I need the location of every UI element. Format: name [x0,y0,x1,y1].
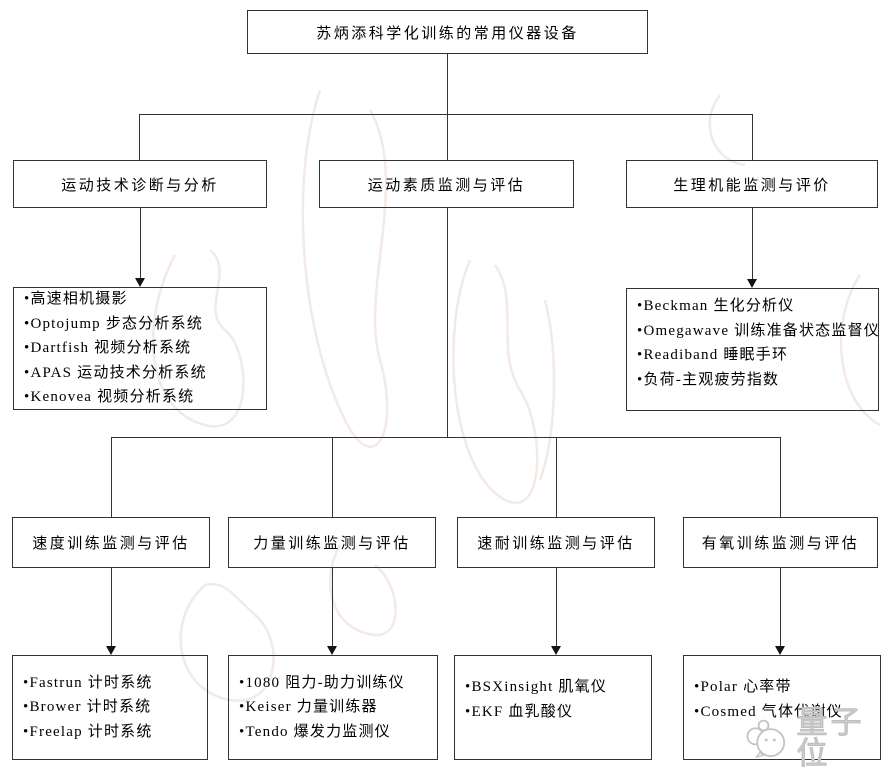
connector-quality-down [446,208,448,437]
equipment-item: •高速相机摄影 [24,291,128,308]
aerobic-training-label: 有氧训练监测与评估 [701,536,860,552]
connector-root-down [446,54,448,114]
node-root-title: 苏炳添科学化训练的常用仪器设备 [247,10,648,54]
equipment-item: •Kenovea 视频分析系统 [24,389,195,406]
node-aerobic-training: 有氧训练监测与评估 [683,517,878,568]
speed-endurance-training-label: 速耐训练监测与评估 [477,536,635,552]
connector-aerobic-to-list [780,568,782,647]
arrow-down-icon [134,278,145,287]
equipment-item: •负荷-主观疲劳指数 [637,371,780,388]
connector-drop-quality [446,114,448,160]
arrow-down-icon [746,279,757,288]
brand-watermark-label: 量子位 [796,705,865,770]
root-title-label: 苏炳添科学化训练的常用仪器设备 [316,25,579,42]
node-speed-endurance-equipment-list: •BSXinsight 肌氧仪 •EKF 血乳酸仪 [454,655,652,760]
equipment-item: •Fastrun 计时系统 [23,674,153,691]
node-tech-analysis: 运动技术诊断与分析 [13,160,267,208]
connector-speed-endurance-to-list [556,568,558,647]
equipment-item: •Cosmed 气体代谢仪 [694,703,843,720]
connector-drop-tech [139,114,141,160]
node-physio-equipment-list: •Beckman 生化分析仪 •Omegawave 训练准备状态监督仪 •Readi… [626,288,879,411]
connector-drop-physio [752,114,754,160]
node-speed-endurance-training: 速耐训练监测与评估 [457,517,655,568]
equipment-item: •1080 阻力-助力训练仪 [239,674,405,691]
arrow-down-icon [550,646,561,655]
connector-level3-rail [111,437,781,439]
arrow-down-icon [105,646,116,655]
connector-level2-rail [139,114,753,116]
equipment-item: •Omegawave 训练准备状态监督仪 [637,322,880,339]
node-quality-monitoring: 运动素质监测与评估 [319,160,574,208]
connector-tech-to-list [140,208,142,279]
connector-physio-to-list [752,208,754,280]
node-aerobic-equipment-list: •Polar 心率带 •Cosmed 气体代谢仪 [683,655,881,760]
node-tech-equipment-list: •高速相机摄影 •Optojump 步态分析系统 •Dartfish 视频分析系统 •… [13,287,267,410]
connector-drop-speed-endurance [556,437,558,517]
connector-drop-strength [332,437,334,517]
equipment-item: •Optojump 步态分析系统 [24,315,204,332]
equipment-item: •Tendo 爆发力监测仪 [239,723,391,740]
node-strength-equipment-list: •1080 阻力-助力训练仪 •Keiser 力量训练器 •Tendo 爆发力监测仪 [228,655,438,760]
tech-analysis-label: 运动技术诊断与分析 [61,177,219,194]
equipment-item: •Beckman 生化分析仪 [637,298,795,314]
equipment-item: •Polar 心率带 [694,679,792,695]
equipment-item: •APAS 运动技术分析系统 [24,364,207,381]
node-strength-training: 力量训练监测与评估 [228,517,436,568]
connector-drop-aerobic [780,437,782,517]
connector-speed-to-list [111,568,113,647]
equipment-item: •Brower 计时系统 [23,699,152,716]
equipment-item: •Readiband 睡眠手环 [637,347,789,363]
equipment-item: •Keiser 力量训练器 [239,699,378,716]
arrow-down-icon [774,646,785,655]
connector-strength-to-list [332,568,334,647]
speed-training-label: 速度训练监测与评估 [32,536,190,552]
physio-monitoring-label: 生理机能监测与评价 [673,177,831,194]
qbitai-mascot-icon [746,719,786,759]
strength-training-label: 力量训练监测与评估 [253,536,411,552]
arrow-down-icon [326,646,337,655]
equipment-item: •Freelap 计时系统 [23,723,153,740]
equipment-item: •EKF 血乳酸仪 [465,703,574,720]
node-speed-equipment-list: •Fastrun 计时系统 •Brower 计时系统 •Freelap 计时系统 [12,655,208,760]
equipment-item: •BSXinsight 肌氧仪 [465,679,608,695]
brand-watermark: 量子位 [742,705,888,770]
equipment-item: •Dartfish 视频分析系统 [24,340,192,357]
quality-monitoring-label: 运动素质监测与评估 [367,177,526,194]
node-physio-monitoring: 生理机能监测与评价 [626,160,878,208]
connector-drop-speed [111,437,113,517]
node-speed-training: 速度训练监测与评估 [12,517,210,568]
